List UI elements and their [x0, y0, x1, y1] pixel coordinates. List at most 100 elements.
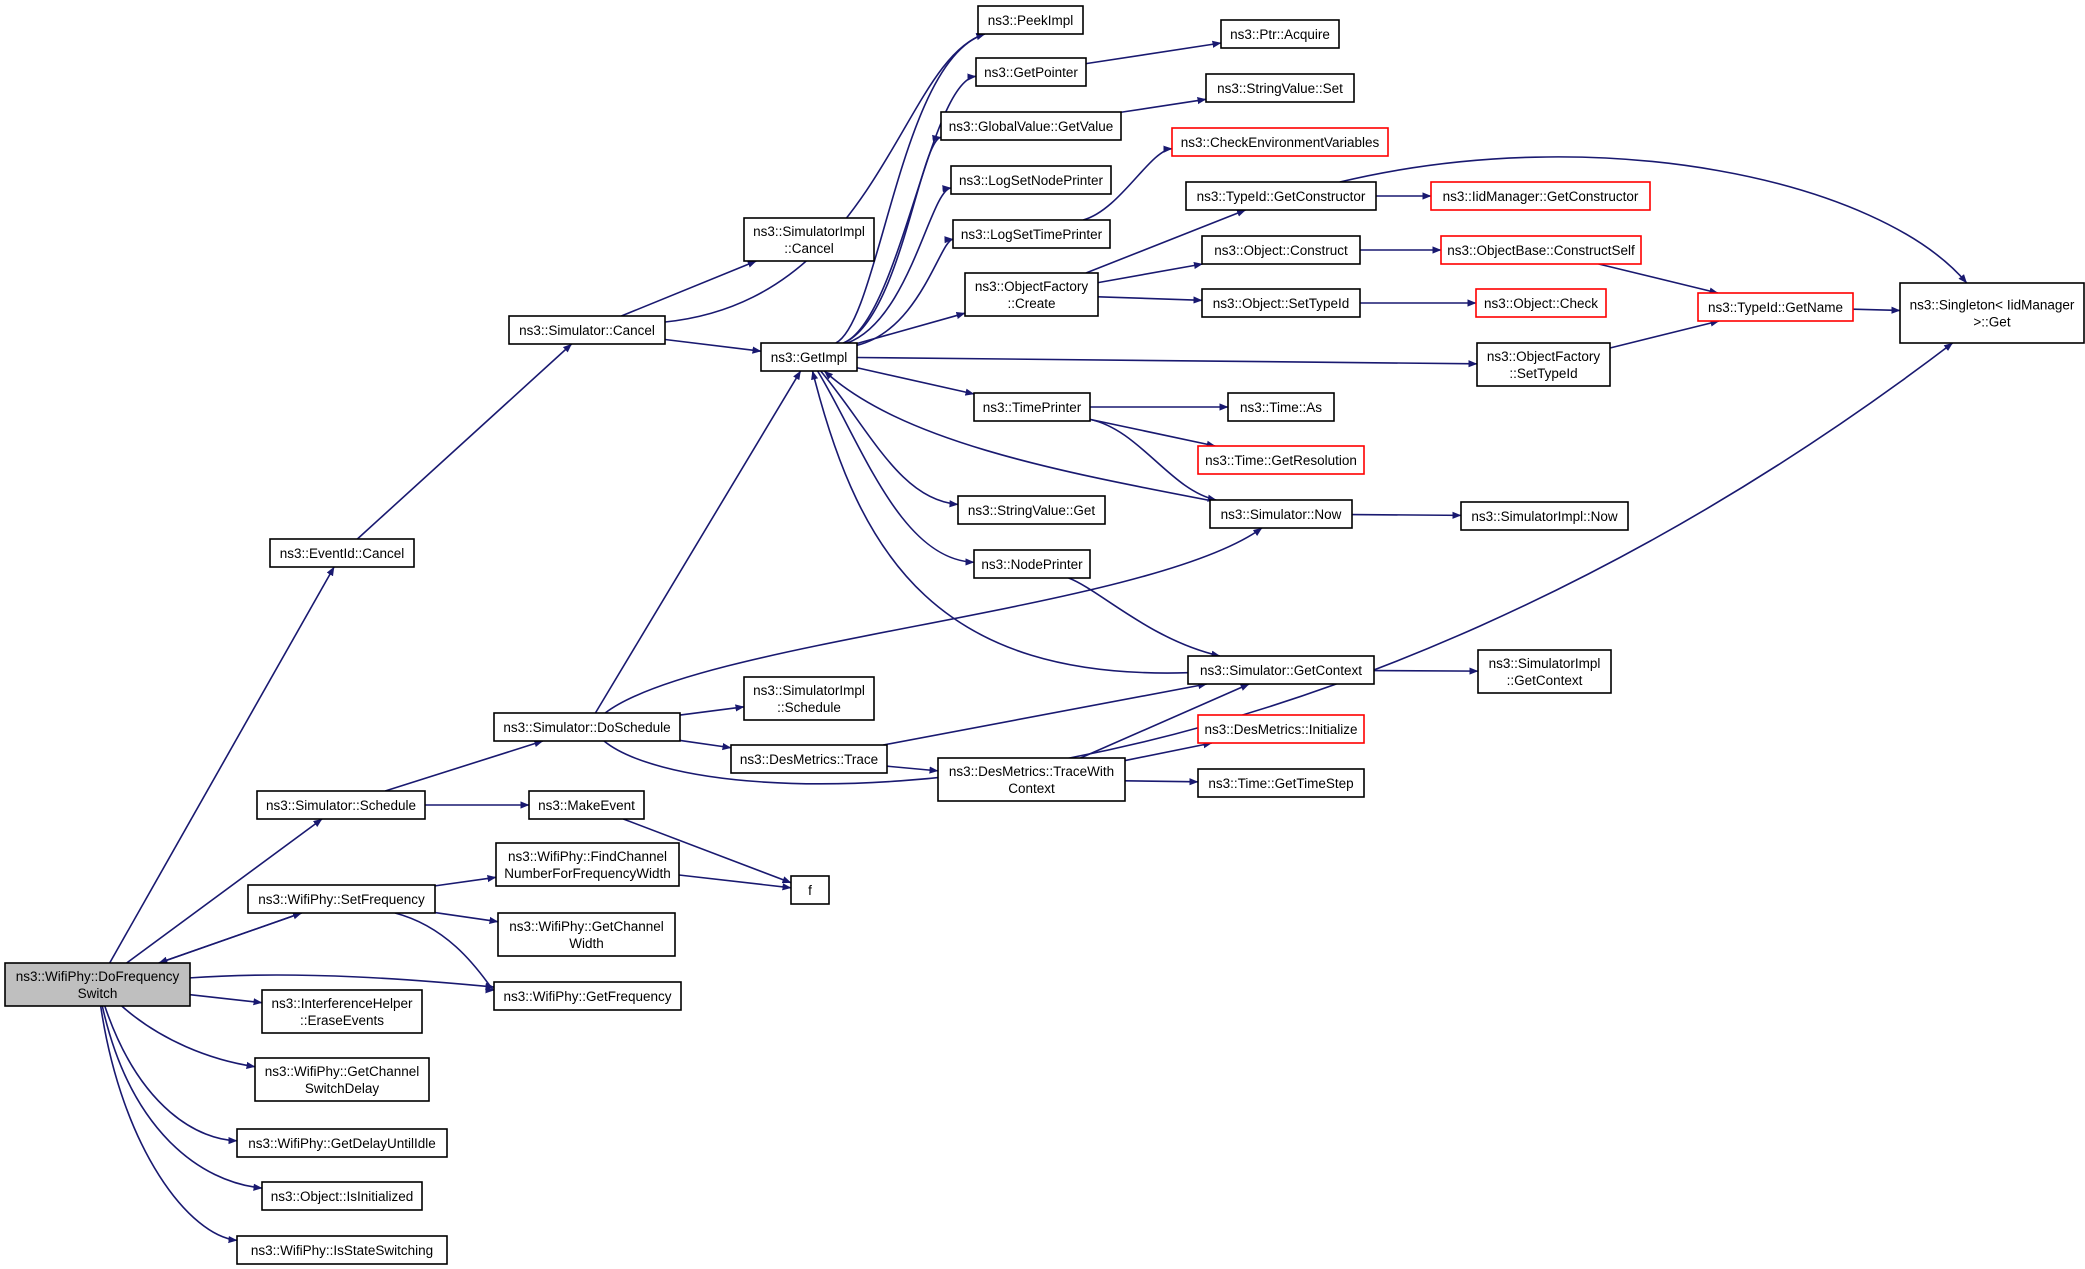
node-label: ns3::Time::As — [1240, 400, 1322, 415]
edge-root-to-is_switching — [99, 1005, 238, 1244]
node-box — [964, 272, 1099, 317]
node-box — [937, 757, 1126, 802]
node-sim-schedule[interactable]: ns3::Simulator::Schedule — [256, 790, 426, 820]
node-stringvalue-set[interactable]: ns3::StringValue::Set — [1205, 73, 1355, 103]
node-box — [1440, 235, 1642, 265]
node-typeid-getname[interactable]: ns3::TypeId::GetName — [1697, 292, 1854, 322]
node-sim-now[interactable]: ns3::Simulator::Now — [1209, 499, 1353, 529]
node-box — [940, 111, 1122, 141]
node-singleton-get[interactable]: ns3::Singleton< IidManager>::Get — [1899, 282, 2085, 344]
node-box — [1171, 127, 1389, 157]
node-objfactory-settypeid[interactable]: ns3::ObjectFactory::SetTypeId — [1476, 342, 1611, 387]
node-typeid-getconstructor[interactable]: ns3::TypeId::GetConstructor — [1185, 181, 1377, 211]
node-object-check[interactable]: ns3::Object::Check — [1475, 288, 1607, 318]
node-simimpl-schedule[interactable]: ns3::SimulatorImpl::Schedule — [743, 676, 875, 721]
node-is-switching[interactable]: ns3::WifiPhy::IsStateSwitching — [236, 1235, 448, 1265]
edge-nodeprinter-to-sim_getcontext — [1068, 577, 1221, 658]
node-desmetrics-trace[interactable]: ns3::DesMetrics::Trace — [730, 744, 888, 774]
edge-objfactory_create-to-typeid_getconstructor — [1085, 209, 1246, 274]
node-ptr-acquire[interactable]: ns3::Ptr::Acquire — [1220, 19, 1340, 49]
node-label: ns3::MakeEvent — [538, 798, 635, 813]
node-label: ns3::Time::GetTimeStep — [1208, 776, 1353, 791]
node-label: ns3::SimulatorImpl — [753, 683, 865, 698]
edge-setfrequency-to-root — [158, 912, 302, 964]
node-iidmanager-getconstructor[interactable]: ns3::IidManager::GetConstructor — [1430, 181, 1651, 211]
node-is-initialized[interactable]: ns3::Object::IsInitialized — [261, 1181, 423, 1211]
node-label: ns3::InterferenceHelper — [271, 996, 413, 1011]
node-label: ns3::WifiPhy::IsStateSwitching — [251, 1243, 433, 1258]
node-timeprinter[interactable]: ns3::TimePrinter — [973, 392, 1091, 422]
node-box — [1197, 768, 1365, 798]
edge-sim_cancel-to-getimpl — [664, 338, 762, 354]
node-label: ns3::CheckEnvironmentVariables — [1181, 135, 1380, 150]
edge-find_channel-to-f — [678, 874, 792, 891]
node-nodeprinter[interactable]: ns3::NodePrinter — [973, 549, 1091, 579]
node-object-settypeid[interactable]: ns3::Object::SetTypeId — [1201, 288, 1361, 318]
node-label: ::EraseEvents — [300, 1013, 384, 1028]
node-delay-idle[interactable]: ns3::WifiPhy::GetDelayUntilIdle — [236, 1128, 448, 1158]
node-peekimpl[interactable]: ns3::PeekImpl — [977, 5, 1084, 35]
node-label: ::SetTypeId — [1509, 366, 1577, 381]
node-box — [1187, 655, 1375, 685]
node-setfrequency[interactable]: ns3::WifiPhy::SetFrequency — [247, 884, 436, 914]
node-check-env[interactable]: ns3::CheckEnvironmentVariables — [1171, 127, 1389, 157]
node-box — [1185, 181, 1377, 211]
node-erase-events[interactable]: ns3::InterferenceHelper::EraseEvents — [261, 989, 423, 1034]
node-sim-doschedule[interactable]: ns3::Simulator::DoSchedule — [493, 712, 681, 742]
node-time-gettimestep[interactable]: ns3::Time::GetTimeStep — [1197, 768, 1365, 798]
node-box — [950, 165, 1112, 195]
edge-sim_cancel-to-simimpl_cancel — [621, 260, 757, 317]
node-object-construct[interactable]: ns3::Object::Construct — [1201, 235, 1361, 265]
edge-sim_doschedule-to-sim_now — [604, 527, 1263, 714]
node-box — [1476, 342, 1611, 387]
edge-sim_doschedule-to-simimpl_schedule — [679, 704, 745, 716]
node-label: ns3::Simulator::Cancel — [519, 323, 655, 338]
edge-tracewithcontext-to-desmetrics_init — [1124, 741, 1213, 762]
node-box — [1197, 714, 1365, 744]
node-label: ns3::Object::Check — [1484, 296, 1598, 311]
edge-sim_getcontext-to-simimpl_getcontext — [1373, 667, 1479, 675]
node-sim-getcontext[interactable]: ns3::Simulator::GetContext — [1187, 655, 1375, 685]
node-label: NumberForFrequencyWidth — [504, 866, 671, 881]
node-getpointer[interactable]: ns3::GetPointer — [975, 57, 1087, 87]
edge-root-to-erase_events — [189, 993, 263, 1006]
node-find-channel[interactable]: ns3::WifiPhy::FindChannelNumberForFreque… — [495, 842, 680, 887]
node-box — [743, 217, 875, 262]
node-label: ns3::SimulatorImpl::Now — [1471, 509, 1618, 524]
node-f[interactable]: f — [790, 875, 830, 905]
edge-sim_cancel-to-peekimpl — [664, 33, 986, 323]
edge-root-to-getfrequency — [189, 974, 495, 990]
edge-eventid_cancel-to-sim_cancel — [356, 343, 573, 540]
node-label: f — [808, 883, 812, 898]
edge-sim_now-to-getimpl — [823, 370, 1211, 502]
node-stringvalue-get[interactable]: ns3::StringValue::Get — [957, 495, 1106, 525]
node-label: ns3::Ptr::Acquire — [1230, 27, 1330, 42]
node-getfrequency[interactable]: ns3::WifiPhy::GetFrequency — [493, 981, 682, 1011]
node-objectbase-constructself[interactable]: ns3::ObjectBase::ConstructSelf — [1440, 235, 1642, 265]
node-label: ns3::LogSetTimePrinter — [961, 227, 1103, 242]
node-simimpl-getcontext[interactable]: ns3::SimulatorImpl::GetContext — [1477, 649, 1612, 694]
node-box — [973, 549, 1091, 579]
node-makeevent[interactable]: ns3::MakeEvent — [528, 790, 645, 820]
node-label: Switch — [78, 986, 118, 1001]
node-simimpl-cancel[interactable]: ns3::SimulatorImpl::Cancel — [743, 217, 875, 262]
node-simimpl-now[interactable]: ns3::SimulatorImpl::Now — [1460, 501, 1629, 531]
node-eventid-cancel[interactable]: ns3::EventId::Cancel — [269, 538, 415, 568]
node-lognodeprinter[interactable]: ns3::LogSetNodePrinter — [950, 165, 1112, 195]
node-time-getresolution[interactable]: ns3::Time::GetResolution — [1197, 445, 1365, 475]
node-box — [256, 790, 426, 820]
node-box — [261, 1181, 423, 1211]
node-getimpl[interactable]: ns3::GetImpl — [760, 342, 858, 372]
node-desmetrics-init[interactable]: ns3::DesMetrics::Initialize — [1197, 714, 1365, 744]
node-time-as[interactable]: ns3::Time::As — [1227, 392, 1335, 422]
node-sim-cancel[interactable]: ns3::Simulator::Cancel — [508, 315, 666, 345]
node-box — [977, 5, 1084, 35]
node-globalvalue-get[interactable]: ns3::GlobalValue::GetValue — [940, 111, 1122, 141]
node-objfactory-create[interactable]: ns3::ObjectFactory::Create — [964, 272, 1099, 317]
node-logtimeprinter[interactable]: ns3::LogSetTimePrinter — [952, 219, 1111, 249]
